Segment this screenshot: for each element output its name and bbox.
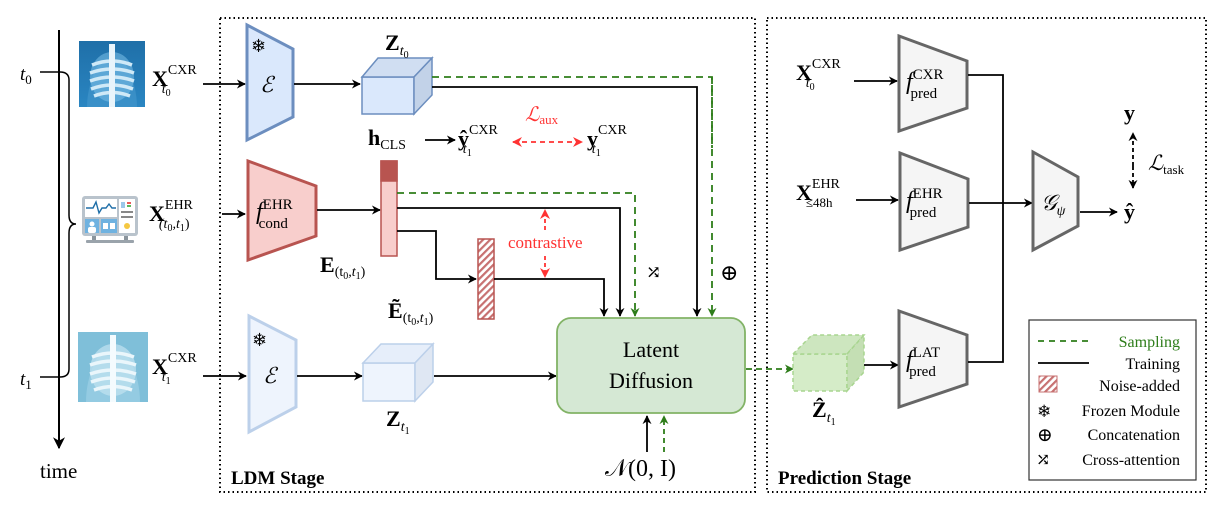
encoder-symbol: ℰ [263, 363, 279, 388]
predicted-latent-cube [791, 333, 866, 393]
cxr-predictor [897, 33, 969, 134]
embedding-label: E(t0,t1) [320, 252, 366, 282]
frozen-encoder-t1: ❄ ℰ [247, 313, 298, 435]
legend-concatenation: Concatenation [1088, 427, 1180, 444]
latent-diffusion-label-line1: Latent [623, 337, 679, 362]
zt0-label: Zt0 [385, 30, 409, 61]
legend: Sampling Training Noise-added ❄ Frozen M… [1028, 319, 1197, 481]
arrow-embedding-to-noisy [397, 230, 477, 284]
ehr-predictor [898, 150, 970, 253]
fusion-module-g [1031, 149, 1080, 253]
latent-cube-zt1 [361, 342, 435, 403]
legend-box [1028, 319, 1197, 481]
prediction-stage-title: Prediction Stage [778, 468, 911, 489]
legend-cross-attention: Cross-attention [1082, 452, 1180, 469]
time-axis-label: time [40, 459, 77, 483]
sampling-arrow-embedding-to-diffusion [397, 192, 640, 317]
legend-sampling: Sampling [1119, 334, 1180, 351]
latent-diffusion-block [556, 317, 746, 414]
frozen-encoder-t0: ❄ ℰ [245, 22, 295, 143]
cls-token [380, 160, 398, 182]
snowflake-icon: ❄ [1037, 402, 1051, 421]
pred-ehr-input-label: XEHR≤48h [796, 177, 841, 210]
legend-training: Training [1125, 356, 1180, 373]
y-true-label: y [1124, 100, 1135, 125]
circled-plus-icon: ⊕ [720, 260, 738, 285]
hatched-box-icon [1038, 375, 1058, 393]
t1-label: t1 [20, 369, 32, 392]
encoder-symbol: ℰ [260, 72, 276, 97]
latent-predictor [897, 308, 969, 410]
chest-xray-icon [78, 332, 148, 402]
noisy-embedding-label: Ẽ(t0,t1) [388, 298, 434, 328]
t0-label: t0 [20, 64, 32, 87]
snowflake-icon: ❄ [252, 330, 267, 350]
y-hat-label: ŷ [1124, 199, 1135, 224]
h-cls-label: hCLS [368, 125, 406, 153]
circled-plus-icon: ⊕ [1037, 425, 1053, 446]
predictor-merge-line [968, 74, 1004, 363]
latent-cube-zt0 [360, 56, 434, 116]
snowflake-icon: ❄ [251, 36, 266, 56]
legend-frozen-module: Frozen Module [1082, 403, 1180, 420]
patient-monitor-icon [82, 196, 138, 243]
chest-xray-icon [79, 41, 145, 107]
training-arrow-zt0-to-diffusion [432, 86, 702, 317]
gaussian-noise-label: 𝒩(0, I) [605, 456, 676, 482]
shuffle-icon: ⤮ [646, 262, 661, 282]
task-loss-label: ℒtask [1148, 151, 1185, 177]
shuffle-icon: ⤮ [1036, 450, 1050, 469]
zt1-label: Zt1 [386, 406, 410, 437]
training-arrow-embedding-to-diffusion [397, 207, 625, 317]
ldm-stage-title: LDM Stage [231, 468, 324, 489]
legend-noise-added: Noise-added [1099, 378, 1180, 395]
prediction-stage-panel [766, 17, 1207, 493]
ehr-condition-encoder [246, 158, 318, 263]
timeline: t0 t1 time [20, 30, 77, 483]
g-psi-label: 𝒢ψ [1041, 190, 1066, 219]
zhat-label: Ẑt1 [812, 397, 836, 428]
time-range-brace [59, 71, 77, 378]
ehr-embedding-bar [380, 160, 398, 257]
contrastive-label: contrastive [508, 233, 583, 252]
latent-diffusion-label-line2: Diffusion [609, 368, 693, 393]
aux-loss-label: ℒaux [525, 104, 559, 127]
training-arrow-noisy-to-diffusion [494, 278, 609, 317]
noise-added-embedding-bar [477, 238, 495, 320]
input-ehr-label: XEHR(t0,t1) [149, 198, 194, 234]
